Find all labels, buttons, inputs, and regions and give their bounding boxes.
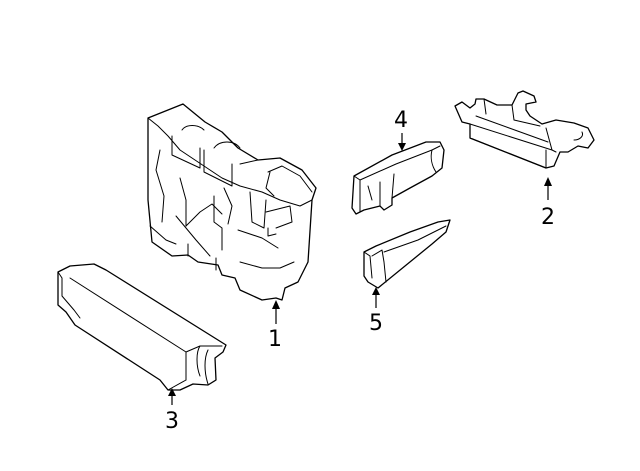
callout-label-2: 2 [541, 205, 555, 230]
arrowhead-2 [544, 177, 552, 186]
arrowhead-1 [272, 300, 280, 309]
part-1-insulator[interactable] [147, 103, 317, 301]
part-2-bracket[interactable] [454, 90, 595, 169]
part-3-pad[interactable] [57, 263, 227, 391]
callout-label-3: 3 [165, 409, 179, 434]
arrowhead-4 [398, 143, 406, 151]
part-5-wedge[interactable] [363, 219, 451, 289]
arrowhead-5 [372, 287, 380, 295]
callout-label-4: 4 [394, 108, 408, 133]
arrowhead-3 [168, 388, 176, 396]
callout-label-1: 1 [268, 327, 282, 352]
callout-label-5: 5 [369, 311, 383, 336]
part-4-block[interactable] [351, 141, 445, 215]
